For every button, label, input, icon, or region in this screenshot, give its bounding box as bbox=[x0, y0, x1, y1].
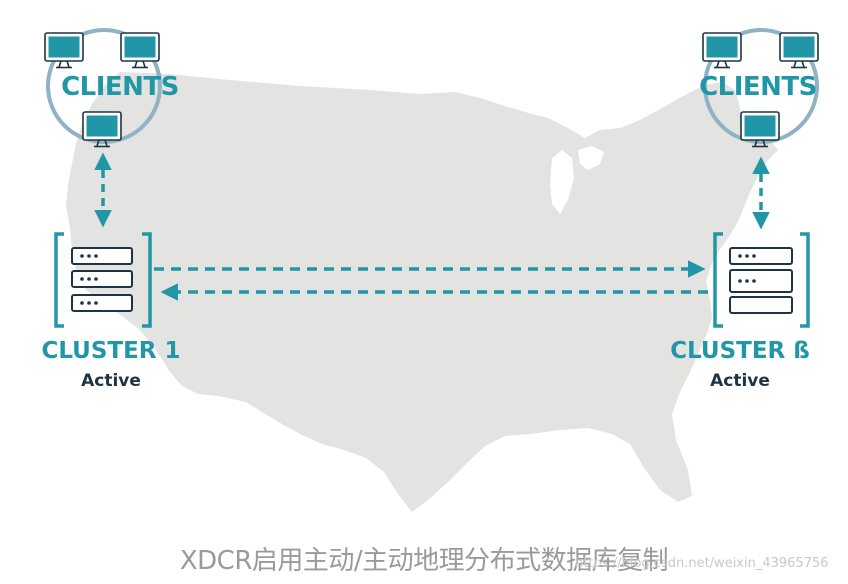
right-clients-label: CLIENTS bbox=[699, 72, 817, 102]
left-cluster-label: CLUSTER 1 bbox=[41, 338, 180, 364]
left-cluster-status: Active bbox=[81, 371, 141, 391]
watermark: https://blog.csdn.net/weixin_43965756 bbox=[575, 556, 829, 571]
server-icon bbox=[71, 247, 133, 265]
server-icon bbox=[729, 269, 793, 293]
great-lakes bbox=[550, 146, 604, 214]
left-clients-ring bbox=[46, 28, 162, 144]
server-icon bbox=[71, 294, 133, 312]
server-icon bbox=[71, 270, 133, 288]
server-icon bbox=[729, 296, 793, 314]
server-icon bbox=[729, 247, 793, 265]
left-clients-group: CLIENTS bbox=[44, 28, 179, 148]
left-cluster-icon bbox=[54, 232, 152, 328]
right-cluster-status: Active bbox=[710, 371, 770, 391]
right-cluster-icon bbox=[713, 232, 810, 328]
right-cluster-label: CLUSTER ß bbox=[670, 338, 810, 364]
figure-caption: XDCR启用主动/主动地理分布式数据库复制 bbox=[179, 546, 669, 576]
right-clients-group: CLIENTS bbox=[699, 28, 819, 148]
monitor-icon bbox=[44, 32, 84, 69]
left-clients-label: CLIENTS bbox=[61, 72, 179, 102]
right-clients-ring bbox=[703, 28, 819, 144]
us-map-silhouette bbox=[66, 72, 778, 512]
